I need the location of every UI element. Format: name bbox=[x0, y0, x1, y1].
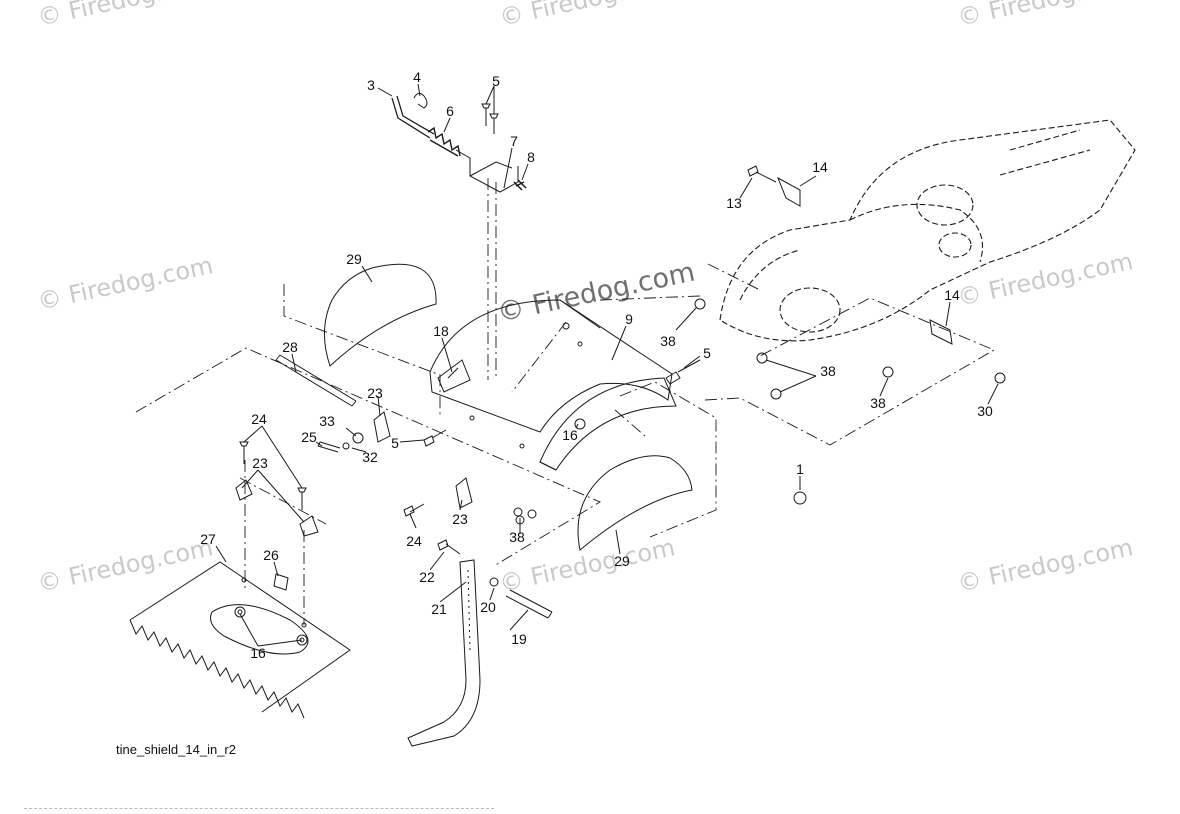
part-19-pin bbox=[505, 589, 553, 619]
part-32-nut bbox=[342, 442, 350, 450]
callout-1: 1 bbox=[796, 461, 804, 477]
callout-38: 38 bbox=[820, 363, 836, 379]
callout-38: 38 bbox=[870, 395, 886, 411]
part-20-nut bbox=[489, 577, 499, 587]
part-33-washer bbox=[352, 432, 364, 444]
callout-24: 24 bbox=[251, 411, 267, 427]
callout-38: 38 bbox=[660, 333, 676, 349]
part-16-curved-flap bbox=[539, 377, 677, 471]
callout-23: 23 bbox=[252, 455, 268, 471]
part-28-rod bbox=[275, 354, 357, 407]
part-38-nuts-lower bbox=[513, 507, 537, 525]
callout-22: 22 bbox=[419, 569, 435, 585]
callout-19: 19 bbox=[511, 631, 527, 647]
part-3-l-pin bbox=[391, 95, 435, 139]
part-38-nut bbox=[770, 388, 782, 400]
part-5-bolt-middle bbox=[423, 429, 447, 447]
part-18-slot-plate bbox=[437, 359, 471, 393]
part-38-nut bbox=[882, 366, 894, 378]
part-22-bolt bbox=[437, 539, 461, 555]
callout-21: 21 bbox=[431, 601, 447, 617]
callout-16: 16 bbox=[250, 645, 266, 661]
callout-9: 9 bbox=[625, 311, 633, 327]
callout-labels: 3 4 5 6 7 8 29 28 18 9 38 5 38 38 30 13 … bbox=[200, 69, 993, 661]
part-8-screw bbox=[513, 179, 527, 191]
callout-29: 29 bbox=[614, 553, 630, 569]
callout-18: 18 bbox=[433, 323, 449, 339]
part-24-bolt-right bbox=[297, 487, 307, 510]
part-38-nut bbox=[694, 298, 706, 310]
callout-32: 32 bbox=[362, 449, 378, 465]
callout-29: 29 bbox=[346, 251, 362, 267]
callout-4: 4 bbox=[413, 69, 421, 85]
callout-33: 33 bbox=[319, 413, 335, 429]
part-24-bolt bbox=[239, 441, 249, 464]
part-23-clip-left bbox=[235, 479, 253, 501]
callout-30: 30 bbox=[977, 403, 993, 419]
callout-23: 23 bbox=[452, 511, 468, 527]
callout-14: 14 bbox=[944, 287, 960, 303]
part-29-side-shield-left bbox=[323, 263, 437, 367]
part-9-main-shield bbox=[429, 299, 673, 449]
part-4-hairpin-clip bbox=[413, 92, 428, 109]
callout-5: 5 bbox=[703, 345, 711, 361]
part-29-side-shield-right bbox=[577, 455, 693, 551]
assembly-guide-lines bbox=[135, 178, 996, 625]
part-23-clip-lower bbox=[455, 477, 473, 509]
callout-5: 5 bbox=[391, 435, 399, 451]
part-6-spring bbox=[427, 126, 461, 157]
part-1-nut bbox=[793, 491, 807, 505]
callout-23: 23 bbox=[367, 385, 383, 401]
part-24-bolt-lower bbox=[403, 503, 425, 517]
callout-7: 7 bbox=[510, 133, 518, 149]
callout-27: 27 bbox=[200, 531, 216, 547]
part-5-bolt-right bbox=[665, 359, 701, 385]
part-26-tag bbox=[273, 573, 289, 591]
callout-28: 28 bbox=[282, 339, 298, 355]
callout-25: 25 bbox=[301, 429, 317, 445]
leader-lines bbox=[215, 83, 999, 647]
callout-26: 26 bbox=[263, 547, 279, 563]
callout-8: 8 bbox=[527, 149, 535, 165]
callout-16: 16 bbox=[562, 427, 578, 443]
callout-5: 5 bbox=[492, 73, 500, 89]
callout-20: 20 bbox=[480, 599, 496, 615]
callout-6: 6 bbox=[446, 103, 454, 119]
part-14-bracket-right bbox=[929, 319, 953, 345]
part-23-clip-upper bbox=[373, 411, 391, 443]
diagram-caption: tine_shield_14_in_r2 bbox=[116, 742, 236, 757]
part-7-bracket bbox=[455, 149, 519, 193]
part-16-nut bbox=[574, 418, 586, 430]
callout-24: 24 bbox=[406, 533, 422, 549]
part-38-nut bbox=[756, 352, 768, 364]
callout-13: 13 bbox=[726, 195, 742, 211]
divider bbox=[24, 808, 494, 809]
part-13-bolt bbox=[747, 165, 777, 183]
part-23-clip-right bbox=[299, 515, 319, 537]
part-21-depth-bar bbox=[407, 559, 481, 747]
part-14-bracket-top bbox=[777, 176, 801, 207]
part-30-nut bbox=[994, 372, 1006, 384]
callout-14: 14 bbox=[812, 159, 828, 175]
gearbox-phantom bbox=[719, 119, 1136, 342]
part-25-pin bbox=[317, 441, 341, 453]
callout-3: 3 bbox=[367, 77, 375, 93]
part-27-tine-shield-plate bbox=[129, 561, 351, 719]
part-5-bolts-top bbox=[481, 103, 499, 134]
callout-38: 38 bbox=[509, 529, 525, 545]
